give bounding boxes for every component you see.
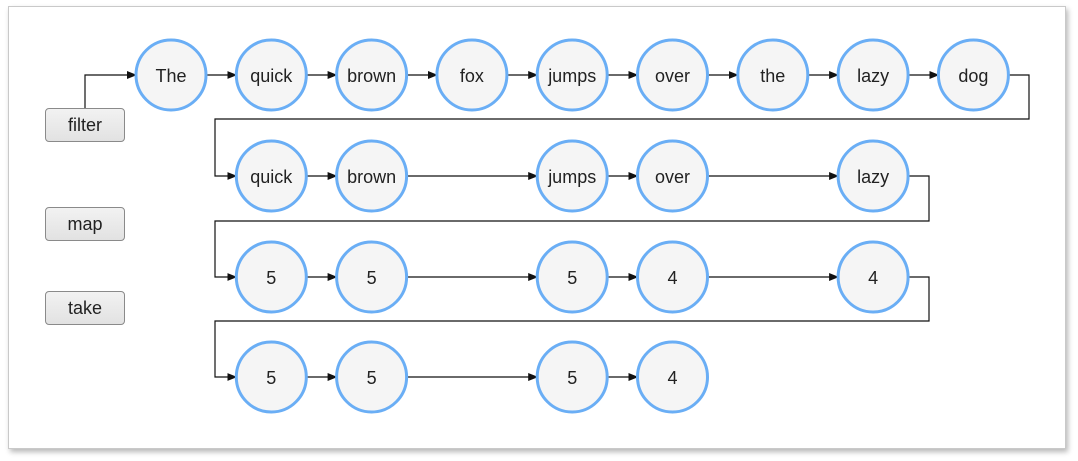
node-circle (736, 38, 810, 112)
node-circle (234, 38, 308, 112)
stream-node: 5 (335, 240, 409, 314)
node-circle (134, 38, 208, 112)
stream-node: 4 (636, 340, 709, 414)
stream-node: over (636, 139, 709, 213)
stream-node: The (134, 38, 208, 112)
stream-node: 4 (836, 240, 910, 314)
node-label: 5 (567, 268, 577, 288)
row-connector-arrow (214, 175, 930, 281)
node-label: 5 (266, 268, 276, 288)
node-circle (535, 240, 609, 314)
map-button[interactable]: map (45, 207, 125, 241)
node-circle (535, 340, 609, 414)
node-circle (335, 139, 409, 213)
node-label: fox (460, 66, 484, 86)
stream-node: 5 (535, 340, 609, 414)
node-circle (936, 38, 1010, 112)
node-circle (335, 240, 409, 314)
node-circle (234, 340, 308, 414)
node-label: 4 (868, 268, 878, 288)
node-label: the (760, 66, 785, 86)
stream-node: 5 (234, 340, 308, 414)
node-circle (636, 340, 709, 414)
nodes-layer: The quick brown fox jumps over the lazy dog quick… (134, 38, 1010, 414)
stream-node: lazy (836, 139, 910, 213)
node-label: 4 (667, 368, 677, 388)
node-label: over (655, 167, 690, 187)
stream-node: dog (936, 38, 1010, 112)
edges-layer (84, 71, 1030, 381)
row-connector-arrow (214, 276, 930, 381)
node-circle (335, 38, 409, 112)
node-label: dog (958, 66, 988, 86)
stream-node: 5 (234, 240, 308, 314)
filter-button[interactable]: filter (45, 108, 125, 142)
node-label: quick (250, 167, 293, 187)
node-label: jumps (547, 66, 596, 86)
stream-node: brown (335, 139, 409, 213)
stream-node: jumps (535, 139, 609, 213)
node-label: brown (347, 167, 396, 187)
take-button[interactable]: take (45, 291, 125, 325)
node-circle (836, 240, 910, 314)
node-label: 5 (266, 368, 276, 388)
node-label: The (155, 66, 186, 86)
node-label: lazy (857, 66, 889, 86)
node-circle (535, 139, 609, 213)
node-circle (435, 38, 509, 112)
node-label: 4 (667, 268, 677, 288)
stream-node: quick (234, 139, 308, 213)
row-connector-arrow (214, 74, 1030, 180)
node-circle (636, 38, 709, 112)
stream-node: jumps (535, 38, 609, 112)
node-circle (535, 38, 609, 112)
node-label: 5 (367, 368, 377, 388)
stream-node: over (636, 38, 709, 112)
node-circle (836, 139, 910, 213)
node-circle (636, 139, 709, 213)
node-circle (335, 340, 409, 414)
node-label: jumps (547, 167, 596, 187)
node-circle (234, 139, 308, 213)
stream-node: brown (335, 38, 409, 112)
node-circle (636, 240, 709, 314)
node-label: brown (347, 66, 396, 86)
node-circle (234, 240, 308, 314)
stream-node: fox (435, 38, 509, 112)
node-label: over (655, 66, 690, 86)
stream-node: lazy (836, 38, 910, 112)
node-label: 5 (567, 368, 577, 388)
stream-node: 4 (636, 240, 709, 314)
node-circle (836, 38, 910, 112)
node-label: 5 (367, 268, 377, 288)
stream-node: quick (234, 38, 308, 112)
stream-node: 5 (535, 240, 609, 314)
node-label: quick (250, 66, 293, 86)
entry-arrow (84, 71, 137, 108)
stream-node: the (736, 38, 810, 112)
node-label: lazy (857, 167, 889, 187)
stream-node: 5 (335, 340, 409, 414)
